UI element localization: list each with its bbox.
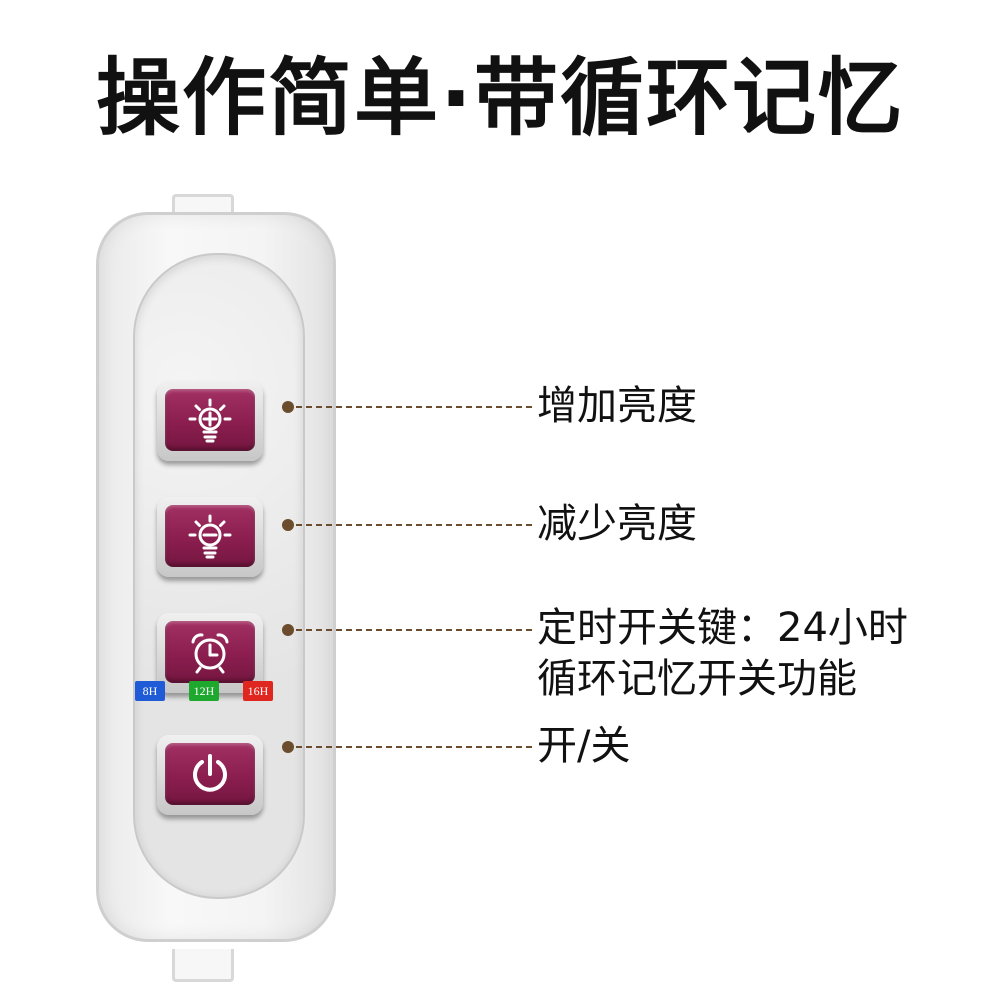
decrease-brightness-button[interactable] <box>157 497 263 577</box>
controller-device: 8H 12H 16H <box>96 194 336 982</box>
timer-button[interactable] <box>157 613 263 693</box>
callout-line <box>296 746 532 748</box>
timer-badge-12h: 12H <box>189 681 219 701</box>
callout-line <box>296 629 532 631</box>
callout-line <box>296 524 532 526</box>
bulb-plus-icon <box>187 397 233 443</box>
label-timer-line1: 定时开关键：24小时 <box>537 605 908 651</box>
label-increase-brightness: 增加亮度 <box>537 383 697 429</box>
timer-badges: 8H 12H 16H <box>135 681 285 705</box>
timer-badge-8h: 8H <box>135 681 165 701</box>
label-power: 开/关 <box>537 723 631 769</box>
timer-badge-16h: 16H <box>243 681 273 701</box>
power-button[interactable] <box>157 735 263 815</box>
power-icon <box>188 752 232 796</box>
label-decrease-brightness: 减少亮度 <box>537 501 697 547</box>
alarm-clock-icon <box>188 630 232 674</box>
callout-dot <box>282 401 294 413</box>
cable-connector-bottom <box>172 949 234 982</box>
callout-dot <box>282 624 294 636</box>
label-timer-line2: 循环记忆开关功能 <box>537 656 857 702</box>
page-title: 操作简单·带循环记忆 <box>96 49 904 147</box>
callout-dot <box>282 519 294 531</box>
increase-brightness-button[interactable] <box>157 381 263 461</box>
bulb-minus-icon <box>187 513 233 559</box>
callout-dot <box>282 741 294 753</box>
button-panel <box>133 253 305 899</box>
callout-line <box>296 406 532 408</box>
controller-shell: 8H 12H 16H <box>96 212 336 942</box>
